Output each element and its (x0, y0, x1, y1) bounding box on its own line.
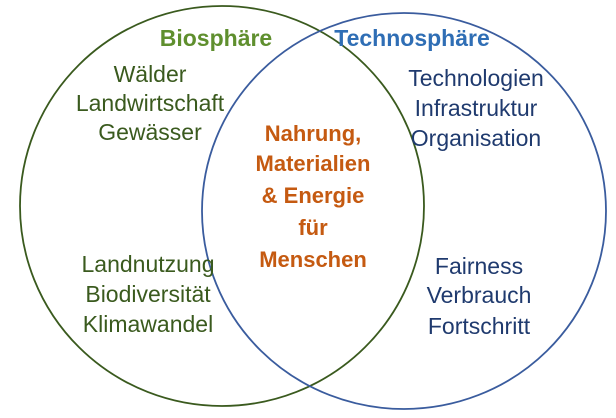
biosphere-item: Biodiversität (85, 281, 211, 307)
technosphere-item: Fortschritt (428, 313, 531, 339)
overlap-line: Nahrung, (265, 121, 362, 146)
technosphere-item: Technologien (408, 65, 544, 91)
biosphere-item: Landwirtschaft (76, 90, 225, 116)
biosphere-circle (19, 5, 425, 407)
technosphere-title: Technosphäre (334, 25, 490, 51)
technosphere-item: Organisation (411, 125, 541, 151)
technosphere-circle (201, 12, 607, 410)
overlap-line: Materialien (256, 151, 371, 176)
overlap-line: Menschen (259, 247, 367, 272)
overlap-line: & Energie (262, 183, 365, 208)
technosphere-item: Infrastruktur (415, 95, 538, 121)
biosphere-item: Wälder (114, 61, 187, 87)
biosphere-title: Biosphäre (160, 25, 272, 51)
biosphere-item: Gewässer (98, 119, 202, 145)
technosphere-item: Fairness (435, 253, 523, 279)
overlap-line: für (298, 215, 328, 240)
biosphere-item: Klimawandel (83, 311, 213, 337)
biosphere-item: Landnutzung (81, 251, 214, 277)
technosphere-item: Verbrauch (427, 282, 532, 308)
